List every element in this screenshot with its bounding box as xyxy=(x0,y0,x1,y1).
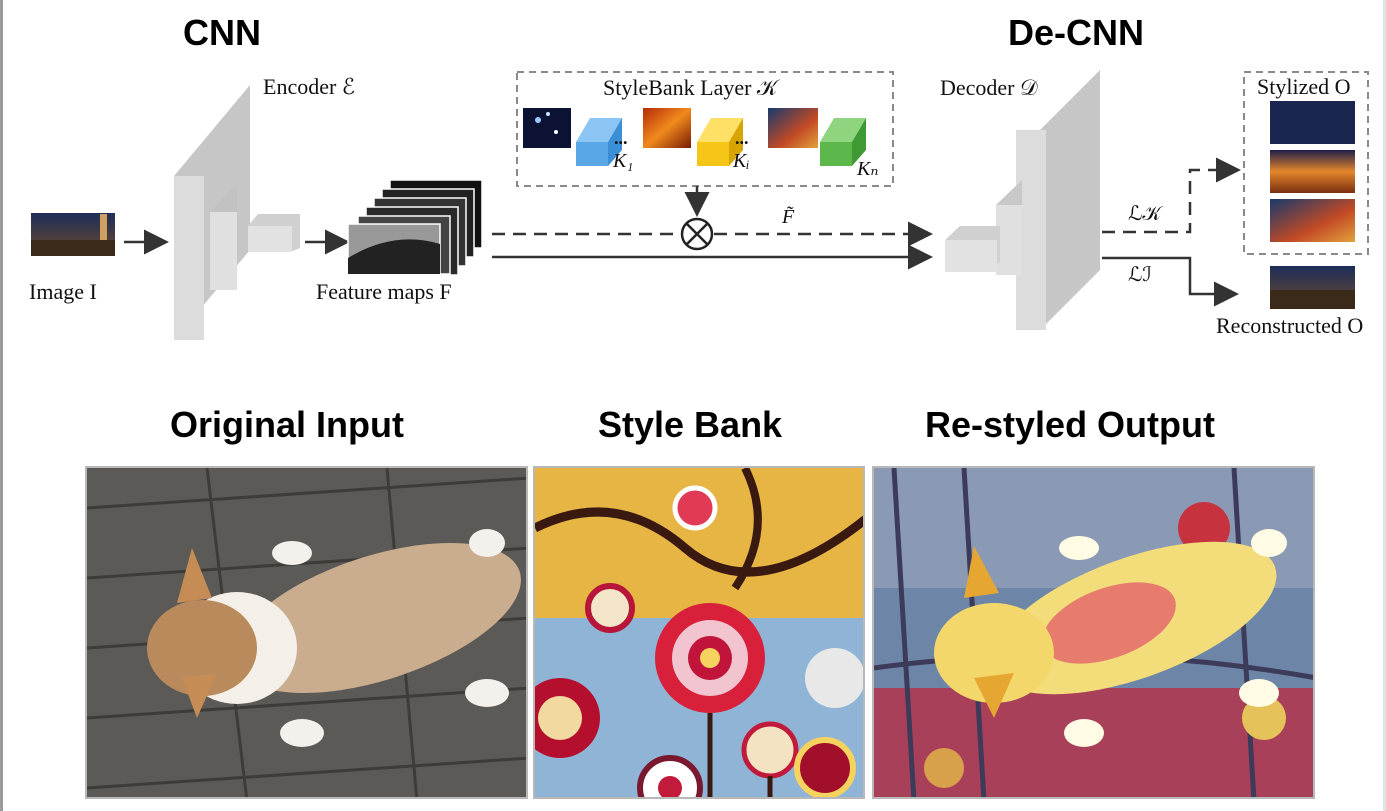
style-bank-image xyxy=(533,466,865,799)
stylized-box xyxy=(1243,71,1369,255)
stylized-label: Stylized O xyxy=(1257,74,1351,99)
image-label: Image I xyxy=(29,279,97,304)
decoder-block xyxy=(945,70,1100,330)
kernel-k1-cube xyxy=(576,118,622,166)
right-edge xyxy=(1383,0,1386,811)
original-input-image xyxy=(85,466,528,799)
kernel-k1-label: K₁ xyxy=(613,150,634,172)
kernel-ki-label: Kᵢ xyxy=(733,150,750,172)
restyled-output-heading: Re-styled Output xyxy=(925,404,1216,445)
style-bank-heading: Style Bank xyxy=(598,404,783,445)
left-edge xyxy=(0,0,3,811)
architecture-diagram xyxy=(31,70,1369,340)
stylebank-label: StyleBank Layer 𝒦 xyxy=(603,75,778,100)
feature-maps-label: Feature maps F xyxy=(316,279,452,304)
loss-i-label: ℒℐ xyxy=(1128,264,1152,286)
decoder-label: Decoder 𝒟 xyxy=(940,75,1038,100)
style-thumb-painting xyxy=(768,108,818,148)
kernel-ki-cube xyxy=(697,118,743,166)
multiply-icon xyxy=(680,217,714,251)
reconstructed-label: Reconstructed O xyxy=(1216,313,1364,338)
feature-maps-stack xyxy=(347,179,483,276)
f-tilde-label: F̃ xyxy=(782,206,795,228)
stylebank-box xyxy=(516,71,894,187)
dashed-output-path xyxy=(1102,157,1241,234)
kernel-kn-cube xyxy=(820,118,866,166)
input-image-thumbnail xyxy=(31,213,115,256)
encoder-label: Encoder ℰ xyxy=(263,74,356,99)
stylized-thumb-1 xyxy=(1270,101,1355,144)
original-input-heading: Original Input xyxy=(170,404,404,445)
decnn-heading: De-CNN xyxy=(1008,12,1145,53)
solid-output-path xyxy=(1102,256,1239,307)
encoder-block xyxy=(174,85,300,340)
kernel-ellipsis-1: ... xyxy=(614,128,628,148)
loss-k-label: ℒ𝒦 xyxy=(1128,203,1161,225)
kernel-ellipsis-2: ... xyxy=(735,128,749,148)
restyled-output-image xyxy=(872,466,1315,799)
stylized-thumb-2 xyxy=(1270,150,1355,193)
stylized-thumb-3 xyxy=(1270,199,1355,242)
style-thumb-fire xyxy=(643,108,691,148)
kernel-kn-label: Kₙ xyxy=(857,158,879,180)
cnn-heading: CNN xyxy=(183,12,261,53)
